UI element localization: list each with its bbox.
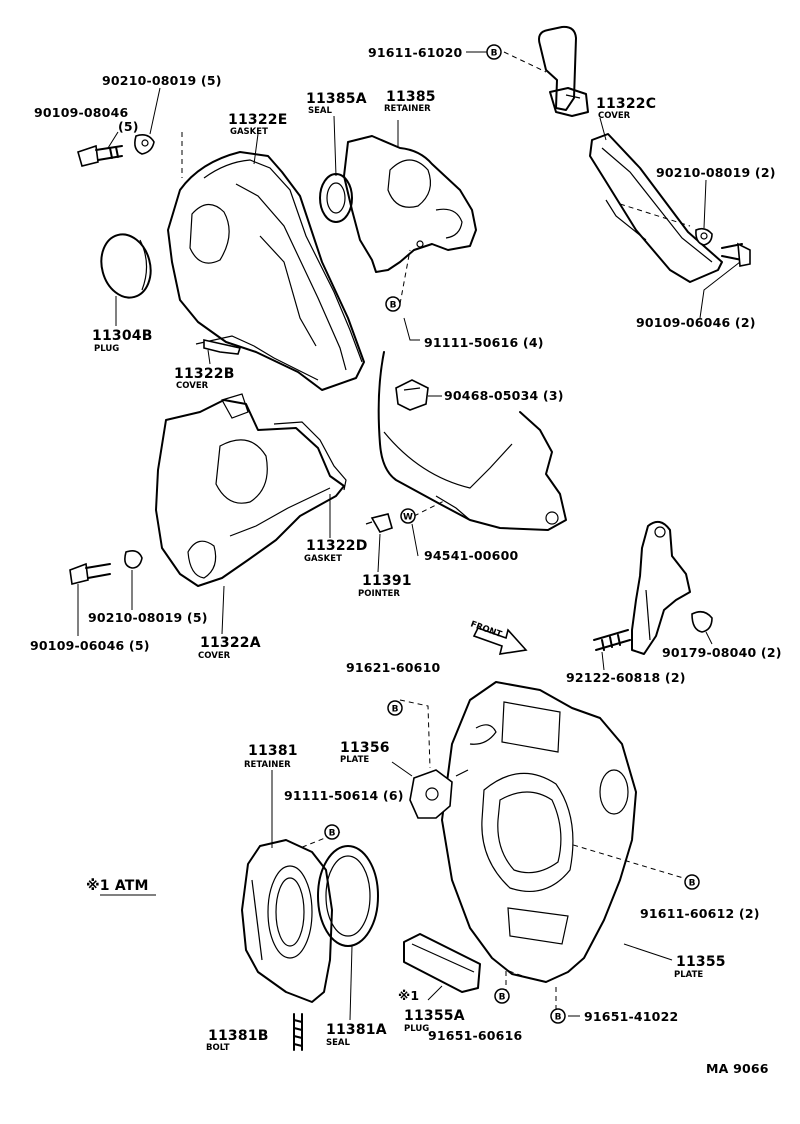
part-number-90210-08019-5-bottom: 90210-08019 (5) xyxy=(88,610,208,625)
part-number-11391: 11391 xyxy=(362,573,412,589)
part-number-90109-06046-5: 90109-06046 (5) xyxy=(30,638,150,653)
part-name-11355: PLATE xyxy=(674,970,703,980)
part-name-11381: RETAINER xyxy=(244,760,291,770)
part-name-11391: POINTER xyxy=(358,589,400,599)
part-number-11381: 11381 xyxy=(248,743,298,759)
gasket-11322D-drawing xyxy=(273,421,347,491)
part-number-11385: 11385 xyxy=(386,89,436,105)
front-arrow-drawing: FRONT xyxy=(469,619,528,655)
gasket-11322E-drawing xyxy=(203,159,363,363)
part-number-90109-08046: 90109-08046 xyxy=(34,105,128,120)
bolt-nut-left-bottom-drawing xyxy=(69,550,143,585)
part-number-91621-60610: 91621-60610 xyxy=(346,660,440,675)
part-name-11322E: GASKET xyxy=(230,127,268,137)
leader-lines xyxy=(77,51,741,1021)
stud-nut-right-drawing xyxy=(593,610,713,651)
svg-text:B: B xyxy=(392,705,399,715)
part-name-11381A: SEAL xyxy=(326,1038,351,1048)
marker-b-7: B xyxy=(550,1008,566,1024)
part-number-11322C: 11322C xyxy=(596,96,656,112)
svg-text:B: B xyxy=(689,879,696,889)
part-name-11356: PLATE xyxy=(340,755,369,765)
diagram-code: MA 9066 xyxy=(706,1061,769,1076)
part-name-11304B: PLUG xyxy=(94,344,119,354)
part-name-11385A: SEAL xyxy=(308,106,333,116)
pointer-11391-drawing xyxy=(365,513,393,533)
part-name-11355A: PLUG xyxy=(404,1024,429,1034)
part-number-11322B: 11322B xyxy=(174,366,235,382)
clip-90468-drawing xyxy=(395,379,429,411)
part-number-94541-00600: 94541-00600 xyxy=(424,548,518,563)
part-number-11322D: 11322D xyxy=(306,538,368,554)
part-number-11322E: 11322E xyxy=(228,112,287,128)
cover-11322B-drawing xyxy=(167,151,365,391)
cover-11322A-drawing xyxy=(155,393,345,587)
part-number-90210-08019-2: 90210-08019 (2) xyxy=(656,165,776,180)
part-name-11385: RETAINER xyxy=(384,104,431,114)
part-number-91611-60612: 91611-60612 (2) xyxy=(640,906,760,921)
part-number-91111-50614: 91111-50614 (6) xyxy=(284,788,404,803)
engine-block-fragment-drawing xyxy=(377,351,567,531)
part-number-11385A: 11385A xyxy=(306,91,367,107)
retainer-11381-drawing xyxy=(241,839,333,1003)
bolt-nut-top-right-drawing xyxy=(695,227,751,267)
part-name-11322B: COVER xyxy=(176,381,209,391)
bolt-11381B-drawing xyxy=(293,1013,303,1051)
marker-w-1: W xyxy=(400,508,416,524)
bracket-right-middle-drawing xyxy=(631,520,691,655)
part-number-11381B: 11381B xyxy=(208,1028,269,1044)
marker-b-3: B xyxy=(387,700,403,716)
cover-11322C-drawing xyxy=(589,133,723,283)
marker-b-2: B xyxy=(385,296,401,312)
part-number-11355: 11355 xyxy=(676,954,726,970)
marker-b-4: B xyxy=(324,824,340,840)
part-name-11322C: COVER xyxy=(598,111,631,121)
part-number-11381A: 11381A xyxy=(326,1022,387,1038)
part-number-92122-60818: 92122-60818 (2) xyxy=(566,670,686,685)
part-number-11304B: 11304B xyxy=(92,328,153,344)
svg-text:B: B xyxy=(329,829,336,839)
part-qty-90109-08046: (5) xyxy=(118,119,139,134)
part-name-11381B: BOLT xyxy=(206,1043,230,1053)
part-number-11355A: 11355A xyxy=(404,1008,465,1024)
part-number-11322A: 11322A xyxy=(200,635,261,651)
seal-11385A-drawing xyxy=(319,173,353,223)
svg-text:B: B xyxy=(555,1013,562,1023)
marker-b-5: B xyxy=(684,874,700,890)
clip-bracket-drawing xyxy=(538,25,589,117)
marker-b-1: B xyxy=(486,44,502,60)
part-number-90109-06046-2: 90109-06046 (2) xyxy=(636,315,756,330)
plate-11356-drawing xyxy=(409,769,469,819)
part-number-90179-08040: 90179-08040 (2) xyxy=(662,645,782,660)
part-number-91651-60616: 91651-60616 xyxy=(428,1028,522,1043)
atm-note: ※1 ATM xyxy=(86,878,149,894)
part-name-11322D: GASKET xyxy=(304,554,342,564)
svg-text:W: W xyxy=(403,513,413,523)
part-number-91111-50616: 91111-50616 (4) xyxy=(424,335,544,350)
part-name-11322A: COVER xyxy=(198,651,231,661)
svg-text:B: B xyxy=(491,49,498,59)
retainer-11385-drawing xyxy=(343,135,477,273)
part-number-90210-08019-5-top: 90210-08019 (5) xyxy=(102,73,222,88)
seal-11381A-drawing xyxy=(317,845,379,947)
part-prefix-11355A: ※1 xyxy=(398,988,419,1003)
plug-11304B-drawing xyxy=(100,233,152,299)
part-number-11356: 11356 xyxy=(340,740,390,756)
svg-text:B: B xyxy=(390,301,397,311)
part-number-90468-05034: 90468-05034 (3) xyxy=(444,388,564,403)
plug-11355A-drawing xyxy=(403,933,481,993)
svg-text:B: B xyxy=(499,993,506,1003)
marker-b-6: B xyxy=(494,988,510,1004)
bolt-nut-left-top-drawing xyxy=(77,134,155,167)
part-number-91651-41022: 91651-41022 xyxy=(584,1009,678,1024)
dashed-leader-lines xyxy=(181,51,691,1010)
part-number-91611-61020: 91611-61020 xyxy=(368,45,462,60)
plate-11355-drawing xyxy=(441,681,637,983)
